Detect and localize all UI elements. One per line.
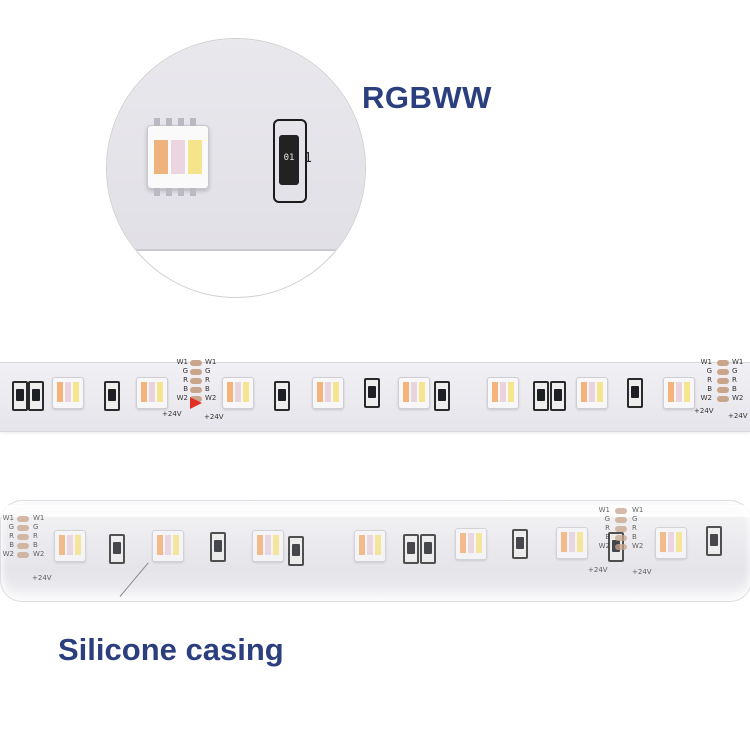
voltage-label-right: +24V: [632, 568, 652, 576]
resistor: [420, 534, 436, 564]
resistor: [364, 378, 380, 408]
led-chip: [252, 530, 284, 562]
led-chip: [487, 377, 519, 409]
rgbww-label: RGBWW: [362, 80, 492, 115]
led-chip: [222, 377, 254, 409]
magnified-resistor-outline: [273, 119, 307, 203]
cut-arrow-icon: [190, 397, 202, 409]
resistor: [12, 381, 28, 411]
magnified-resistor-marking: 01: [283, 153, 295, 163]
resistor: [550, 381, 566, 411]
solder-pads: [615, 508, 627, 553]
voltage-label-right: +24V: [728, 412, 748, 420]
voltage-label-right: +24V: [204, 413, 224, 421]
resistor: [533, 381, 549, 411]
led-chip: [663, 377, 695, 409]
led-chip: [576, 377, 608, 409]
resistor: [210, 532, 226, 562]
resistor: [627, 378, 643, 408]
resistor: [706, 526, 722, 556]
led-chip: [152, 530, 184, 562]
resistor: [288, 536, 304, 566]
led-chip: [455, 528, 487, 560]
led-chip: [556, 527, 588, 559]
magnified-resistor: 01: [279, 135, 299, 185]
resistor: [109, 534, 125, 564]
led-chip: [136, 377, 168, 409]
led-chip: [52, 377, 84, 409]
resistor: [28, 381, 44, 411]
solder-pads: [717, 360, 729, 405]
magnified-pcb: [107, 39, 365, 251]
voltage-label-right: +24V: [32, 574, 52, 582]
resistor: [512, 529, 528, 559]
led-chip: [312, 377, 344, 409]
magnified-led-detail: 01 1: [106, 38, 366, 298]
magnified-resistor-label: 1: [304, 151, 313, 166]
voltage-label-left: +24V: [588, 566, 608, 574]
resistor: [403, 534, 419, 564]
led-chip: [655, 527, 687, 559]
solder-pads: [17, 516, 29, 561]
resistor: [434, 381, 450, 411]
bare-led-strip: [0, 362, 750, 432]
silicone-casing-label: Silicone casing: [58, 632, 284, 667]
resistor: [104, 381, 120, 411]
resistor: [274, 381, 290, 411]
led-chip: [354, 530, 386, 562]
led-chip: [54, 530, 86, 562]
casing-highlight: [0, 505, 750, 517]
led-chip: [398, 377, 430, 409]
magnified-led-chip: [147, 118, 209, 196]
voltage-label-left: +24V: [694, 407, 714, 415]
voltage-label-left: +24V: [162, 410, 182, 418]
